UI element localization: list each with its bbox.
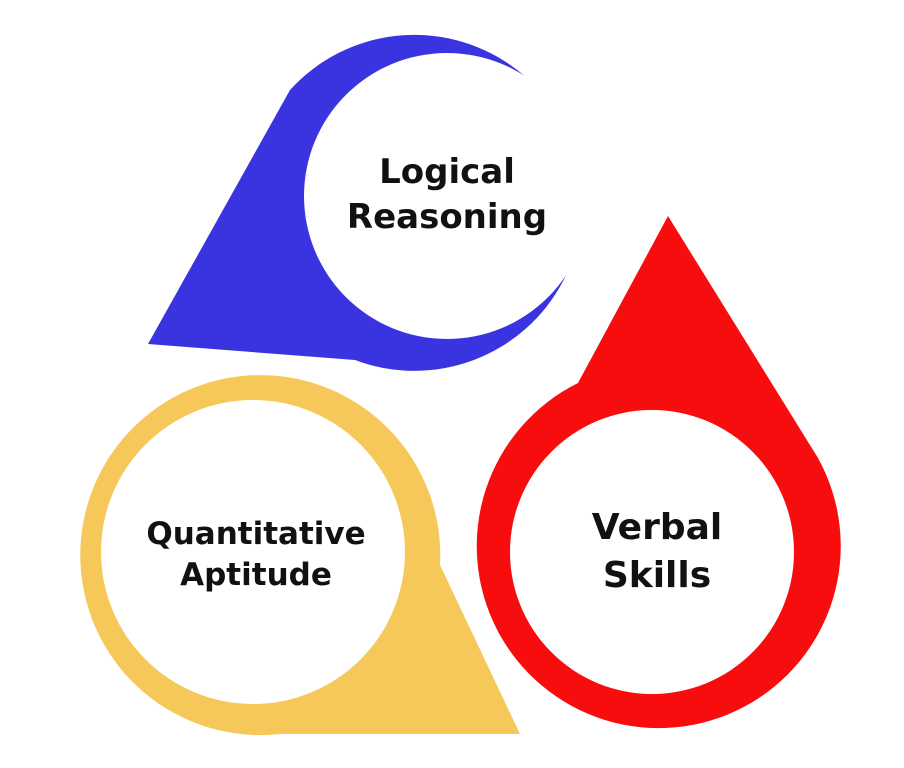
label-verbal-line-2: Skills xyxy=(602,555,712,596)
label-logical-line-2: Reasoning xyxy=(346,197,548,237)
label-quantitative-aptitude: Quantitative Aptitude xyxy=(100,500,412,610)
label-logical-line-1: Logical xyxy=(379,152,515,193)
label-logical-reasoning: Logical Reasoning xyxy=(302,140,592,250)
label-quant-line-2: Aptitude xyxy=(180,557,332,593)
label-quant-line-1: Quantitative xyxy=(146,516,366,553)
label-verbal-skills: Verbal Skills xyxy=(512,494,802,610)
inner-circle-logical xyxy=(304,53,590,339)
inner-circle-verbal xyxy=(510,410,794,694)
inner-circle-quant xyxy=(101,400,405,704)
label-verbal-line-1: Verbal xyxy=(591,507,723,549)
